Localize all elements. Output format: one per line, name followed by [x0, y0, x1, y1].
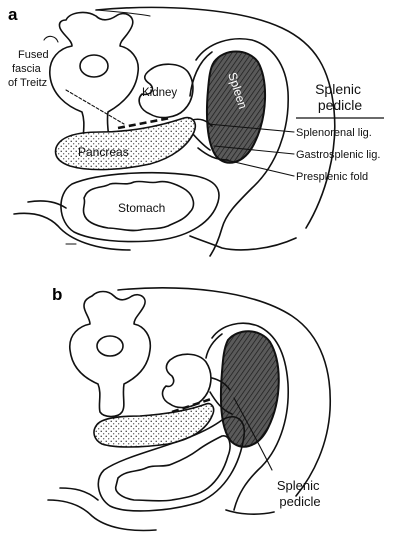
panel-b-stomach-mucosa: [114, 435, 231, 502]
panel-a-splenorenal-label: Splenorenal lig.: [296, 127, 372, 139]
panel-a-kidney-label: Kidney: [142, 87, 177, 99]
panel-b-pedicle-label: Splenic pedicle: [277, 478, 323, 509]
panel-b-peritoneum: [211, 322, 289, 511]
panel-a-presplenic-label: Presplenic fold: [296, 171, 368, 183]
panel-b-spinal-canal: [96, 335, 124, 357]
panel-b-kidney: [161, 353, 212, 409]
panel-a-stomach-label: Stomach: [118, 201, 165, 215]
panel-b-fold-2: [209, 391, 233, 415]
panel-a-stomach-mucosa: [82, 180, 195, 232]
panel-b-peritoneum-inner: [205, 333, 223, 359]
panel-b-letter: b: [52, 285, 62, 304]
panel-a-fascia-leader: [65, 89, 125, 125]
panel-a-vertebra-process: [43, 35, 59, 43]
panel-a-spleen: [205, 50, 266, 164]
panel-a-presplenic-fold: [197, 147, 229, 161]
fascia-label-line-3: of Treitz: [8, 77, 47, 89]
panel-a-gastrosplenic-leader: [213, 145, 295, 155]
panel-a-wall-inner: [95, 9, 151, 17]
panel-a-gastrosplenic-label: Gastrosplenic lig.: [296, 149, 380, 161]
panel-a-lower-line-2: [13, 212, 131, 251]
panel-b-vertebra: [69, 290, 152, 418]
panel-a-fascia-label: Fused fascia of Treitz: [8, 49, 52, 89]
panel-a-peritoneum: [195, 38, 289, 257]
panel-a-stomach-wall: [60, 171, 220, 243]
panel-a-spinal-canal: [79, 54, 109, 78]
panel-a-vertebra: [49, 11, 140, 149]
panel-a-kidney: [138, 63, 194, 119]
panel-b-stomach-wall: [97, 416, 246, 512]
panel-a-lower-line-1: [27, 200, 67, 209]
panel-a-fascia-dashes: [117, 116, 171, 130]
panel-b-fascia-dashes: [171, 396, 215, 414]
panel-b-fold-1: [211, 377, 231, 391]
panel-b-lower-line-1: [59, 487, 99, 501]
panel-b-lower-line-3: [225, 509, 275, 515]
fascia-label-line-1: Fused: [18, 49, 49, 61]
pedicle-heading-line-1: Splenic: [315, 81, 361, 97]
panel-b-body-wall: [117, 287, 332, 497]
panel-b-pedicle-leader: [233, 397, 273, 471]
panel-a-body-wall: [95, 6, 336, 229]
panel-a-presplenic-leader: [225, 159, 295, 177]
fascia-label-line-2: fascia: [12, 63, 42, 75]
panel-b-pancreas: [93, 402, 215, 448]
panel-a-pedicle-heading: Splenic pedicle: [315, 81, 365, 113]
pedicle-heading-line-2: pedicle: [318, 97, 363, 113]
panel-a-peritoneum-inner: [189, 51, 213, 97]
panel-b-pedicle-line-2: pedicle: [279, 494, 320, 509]
panel-a-pancreas: [54, 116, 197, 171]
panel-a-letter: a: [8, 5, 18, 24]
panel-b-pedicle-line-1: Splenic: [277, 478, 320, 493]
panel-a-lower-line-3: [189, 235, 297, 251]
panel-a-splenorenal-leader: [207, 123, 295, 133]
panel-a-pancreas-label: Pancreas: [78, 145, 129, 159]
panel-b-lower-line-2: [47, 499, 157, 532]
